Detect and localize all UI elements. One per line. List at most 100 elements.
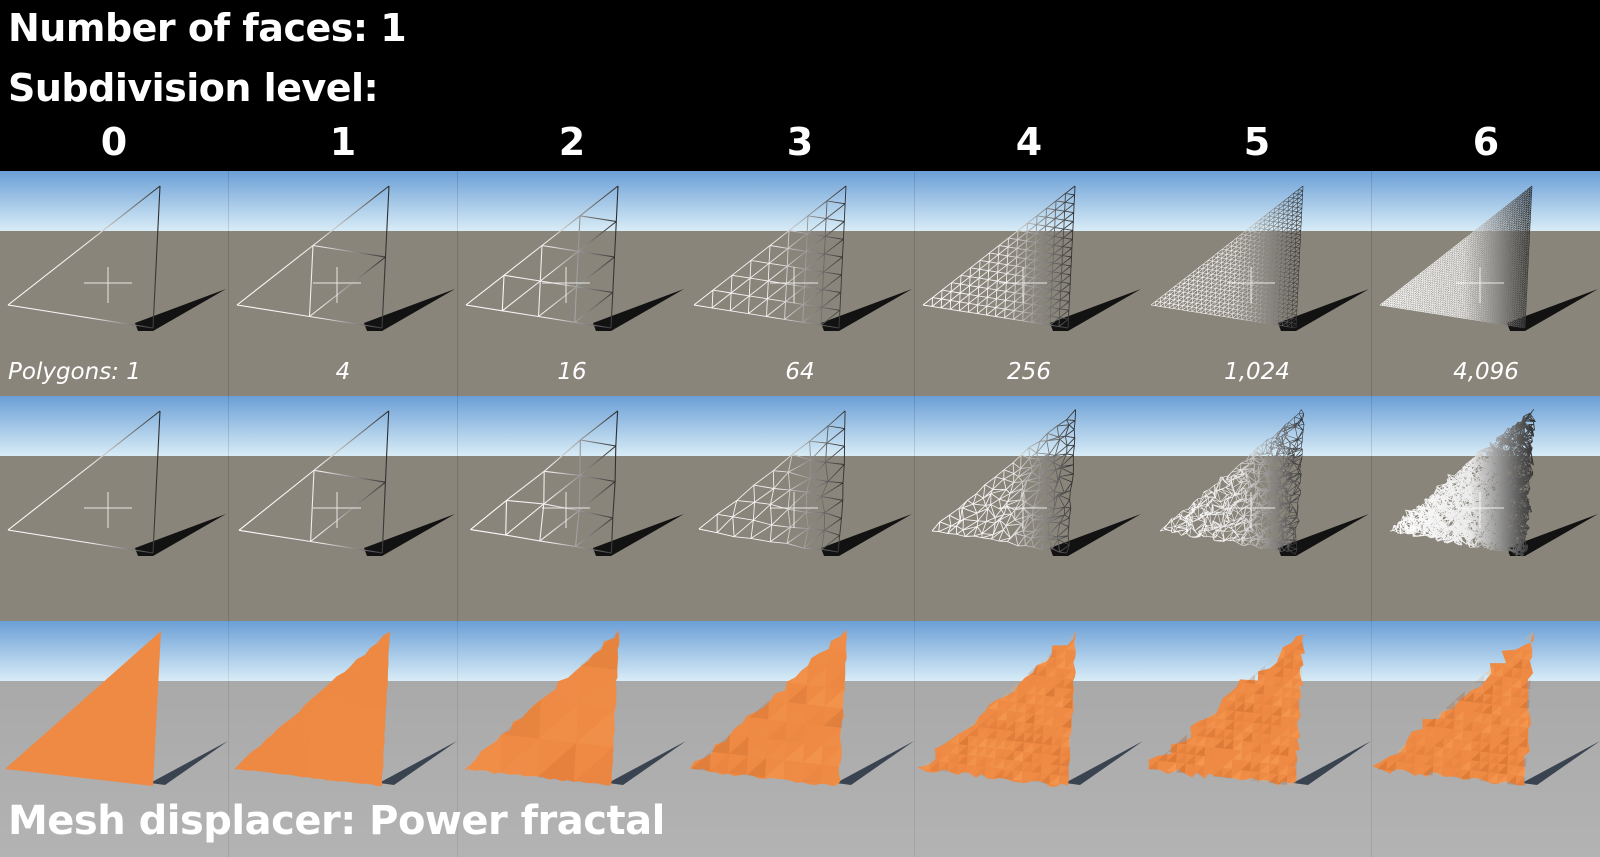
orange-mesh [690, 629, 847, 787]
ground [229, 456, 458, 621]
flat-wire-cell-1 [229, 171, 458, 396]
sky [915, 171, 1144, 231]
sky [915, 396, 1144, 456]
displaced-wire-cell-3 [686, 396, 915, 621]
pivot-gizmo [84, 267, 132, 303]
sky [1372, 621, 1600, 681]
sky [0, 621, 229, 681]
orange-mesh [5, 631, 161, 786]
mesh-shadow [1278, 289, 1369, 331]
mesh-facets [463, 631, 619, 786]
wire-mesh [931, 409, 1077, 554]
mesh-shadow [821, 514, 912, 556]
flat-wire-cell-4 [915, 171, 1144, 396]
sky [686, 171, 915, 231]
ground [458, 456, 687, 621]
pivot-gizmo [84, 492, 132, 528]
flat-wire-cell-3 [686, 171, 915, 396]
sky [458, 396, 687, 456]
wire-mesh [465, 185, 619, 329]
wire-mesh [7, 410, 161, 554]
mesh-shadow [150, 741, 228, 785]
wire-mesh [1389, 408, 1536, 557]
ground [0, 231, 229, 396]
flat-wire-cell-2 [458, 171, 687, 396]
wire-mesh [7, 185, 161, 329]
mesh-shadow [1522, 741, 1600, 785]
wire-mesh [1159, 409, 1305, 555]
ground [229, 231, 458, 396]
mesh-shadow [593, 514, 684, 556]
polygon-count-0: Polygons: 1 [8, 359, 141, 385]
mesh-shadow [821, 289, 912, 331]
mesh-facets [1377, 631, 1533, 786]
polygon-count-2: 16 [557, 359, 587, 385]
pivot-gizmo [1227, 267, 1275, 303]
mesh-shadow [1507, 514, 1598, 556]
pivot-gizmo [542, 267, 590, 303]
level-label-1: 1 [329, 120, 357, 164]
subdivision-level-label: Subdivision level: [8, 66, 379, 110]
orange-mesh [234, 631, 391, 787]
polygon-count-6: 4,096 [1453, 359, 1519, 385]
mesh-shadow [1507, 289, 1598, 331]
displaced-wire-cell-4 [915, 396, 1144, 621]
render-cell-0 [0, 621, 229, 857]
level-label-5: 5 [1243, 120, 1271, 164]
render-cell-2 [458, 621, 687, 857]
displaced-wire-cell-6 [1372, 396, 1600, 621]
mesh-shadow [1293, 741, 1371, 785]
pivot-gizmo [770, 267, 818, 303]
polygon-count-1: 4 [335, 359, 351, 385]
sky [1372, 396, 1600, 456]
wire-mesh [1379, 185, 1533, 329]
orange-mesh [917, 630, 1076, 787]
mesh-facets [920, 631, 1076, 785]
header: Number of faces: 1 Subdivision level: 0 … [0, 0, 1600, 171]
ground [915, 456, 1144, 621]
wire-mesh [698, 410, 846, 553]
displaced-wire-cell-2 [458, 396, 687, 621]
wireframe-flat-row [0, 171, 1600, 396]
mesh-shadow [379, 741, 457, 785]
mesh-shadow [1050, 514, 1141, 556]
wire-mesh [693, 185, 847, 329]
mesh-shadow [364, 514, 455, 556]
mesh-facets [691, 631, 847, 784]
pivot-gizmo [1456, 492, 1504, 528]
sky [686, 621, 915, 681]
level-label-6: 6 [1472, 120, 1500, 164]
render-cell-5 [1143, 621, 1372, 857]
wireframe-displaced-row [0, 396, 1600, 621]
ground [0, 456, 229, 621]
polygon-count-4: 256 [1007, 359, 1051, 385]
mesh-shadow [135, 514, 226, 556]
sky [229, 396, 458, 456]
mesh-facets [1148, 631, 1304, 786]
ground [458, 231, 687, 396]
wire-mesh [922, 185, 1076, 329]
flat-wire-cell-5 [1143, 171, 1372, 396]
pivot-gizmo [313, 492, 361, 528]
displaced-wire-cell-0 [0, 396, 229, 621]
pivot-gizmo [313, 267, 361, 303]
polygon-count-3: 64 [785, 359, 815, 385]
sky [229, 621, 458, 681]
mesh-shadow [1278, 514, 1369, 556]
pivot-gizmo [542, 492, 590, 528]
displacer-caption: Mesh displacer: Power fractal [8, 798, 665, 844]
level-label-2: 2 [558, 120, 586, 164]
ground [686, 231, 915, 396]
mesh-shadow [1065, 741, 1143, 785]
flat-wire-cell-6 [1372, 171, 1600, 396]
render-cell-1 [229, 621, 458, 857]
displaced-wire-cell-1 [229, 396, 458, 621]
ground [915, 231, 1144, 396]
render-cell-6 [1372, 621, 1600, 857]
mesh-shadow [836, 741, 914, 785]
rendered-mesh-row [0, 621, 1600, 857]
sky [1143, 621, 1372, 681]
mesh-shadow [135, 289, 226, 331]
displaced-wire-cell-5 [1143, 396, 1372, 621]
render-cell-4 [915, 621, 1144, 857]
